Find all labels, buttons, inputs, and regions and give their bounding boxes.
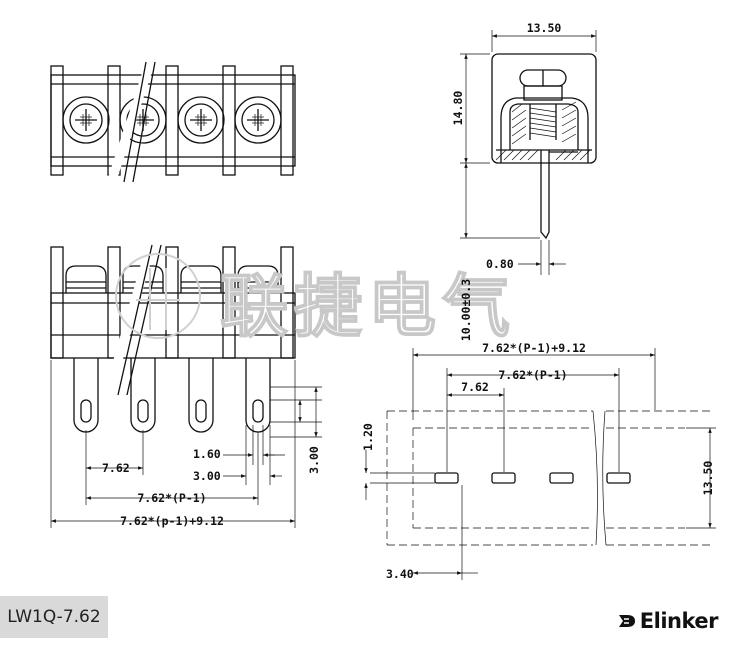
screw-head-icon (177, 96, 225, 144)
elinker-logo-icon (618, 615, 635, 627)
dim-front-slot-width: 1.60 (193, 447, 221, 461)
dim-fp-edge-offset: 3.40 (386, 567, 414, 581)
dim-front-slot-outer: 3.00 (193, 469, 221, 483)
top-view (50, 59, 296, 183)
dim-pin-width: 0.80 (486, 257, 514, 271)
dim-front-pitch-span: 7.62*(P-1) (137, 491, 206, 505)
brand-name: Elinker (639, 609, 719, 633)
dim-front-total: 7.62*(p-1)+9.12 (120, 514, 224, 528)
dimension-labels: 13.50 14.80 0.80 10.00±0.3 7.62*(P-1)+9.… (102, 21, 715, 581)
dim-fp-pitch-span: 7.62*(P-1) (498, 368, 567, 382)
top-view-break-lines (107, 59, 156, 183)
screw-head-icon (234, 96, 282, 144)
dim-fp-total-width: 7.62*(P-1)+9.12 (482, 341, 586, 355)
side-view (491, 53, 597, 240)
dim-front-pitch: 7.62 (102, 461, 130, 475)
dim-front-slot-height: 3.00 (307, 446, 321, 474)
watermark: 联捷电气 (115, 253, 516, 348)
front-view-break-lines (103, 241, 162, 399)
dim-side-height: 14.80 (451, 91, 465, 126)
side-dimensions (460, 30, 597, 275)
pcb-footprint (386, 410, 713, 546)
dim-fp-pitch: 7.62 (461, 380, 489, 394)
watermark-text: 联捷电气 (220, 268, 516, 347)
side-view-thread (528, 103, 558, 140)
model-label-box: LW1Q-7.62 (0, 596, 108, 638)
front-dimensions (50, 360, 322, 528)
dim-fp-slot-height: 1.20 (361, 423, 375, 451)
dim-fp-body-depth: 13.50 (701, 461, 715, 496)
side-view-hatch (495, 101, 592, 161)
brand-logo: Elinker (617, 609, 719, 633)
pcb-slots (434, 472, 631, 484)
screw-head-icon (62, 96, 110, 144)
dim-side-width: 13.50 (527, 21, 562, 35)
dim-pin-length: 10.00±0.3 (459, 279, 473, 341)
model-label: LW1Q-7.62 (7, 607, 101, 627)
footprint-dimensions (364, 348, 716, 580)
